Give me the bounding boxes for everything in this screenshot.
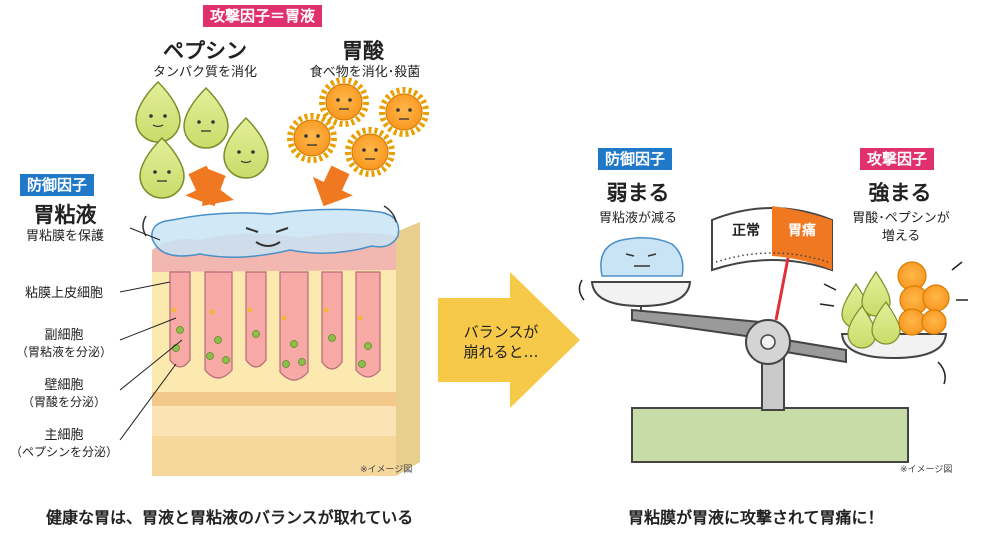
mucus-desc: 胃粘膜を保護	[25, 229, 104, 244]
label-epithelium: 粘膜上皮細胞	[24, 286, 103, 301]
pepsin-title: ペプシン	[163, 39, 247, 63]
image-note-right: ※イメージ図	[900, 465, 953, 475]
acid-desc: 食べ物を消化･殺菌	[309, 65, 421, 80]
label-accessory-cell: 副細胞 （胃粘液を分泌）	[4, 328, 124, 360]
acid-particles	[287, 77, 429, 177]
balance-scale	[578, 206, 968, 463]
defense-weaken-title: 弱まる	[606, 181, 670, 205]
label-accessory-role: （胃粘液を分泌）	[15, 345, 112, 359]
caption-left: 健康な胃は、胃液と胃粘液のバランスが取れている	[46, 508, 414, 527]
arrow-text-line2: 崩れると…	[463, 343, 539, 361]
label-parietal-name: 壁細胞	[44, 378, 84, 393]
defense-factor-tag-right: 防御因子	[598, 148, 673, 170]
stomach-wall-diagram	[142, 205, 420, 476]
attack-strengthen-title: 強まる	[868, 181, 932, 205]
label-leader-lines	[119, 227, 183, 441]
label-parietal-role: （胃酸を分泌）	[21, 395, 106, 409]
arrow-text-line1: バランスが	[463, 323, 539, 341]
attack-factor-tag-right: 攻撃因子	[860, 148, 935, 170]
caption-right: 胃粘膜が胃液に攻撃されて胃痛に！	[628, 508, 884, 527]
pepsin-droplets	[135, 80, 269, 199]
pepsin-desc: タンパク質を消化	[152, 65, 257, 80]
big-transition-arrow	[438, 272, 580, 408]
gauge-normal-label: 正常	[732, 223, 760, 239]
label-accessory-name: 副細胞	[44, 328, 84, 343]
gauge-pain-label: 胃痛	[788, 223, 816, 239]
label-chief-role: （ペプシンを分泌）	[9, 445, 118, 459]
attack-strengthen-desc1: 胃酸･ペプシンが	[852, 211, 950, 226]
defense-weaken-desc: 胃粘液が減る	[598, 211, 677, 226]
defense-factor-tag-left: 防御因子	[20, 174, 95, 196]
attack-arrows	[185, 165, 353, 207]
image-note-left: ※イメージ図	[360, 465, 413, 475]
label-chief-cell: 主細胞 （ペプシンを分泌）	[4, 428, 124, 460]
label-parietal-cell: 壁細胞 （胃酸を分泌）	[4, 378, 124, 410]
mucus-title: 胃粘液	[33, 203, 97, 227]
arrow-text: バランスが 崩れると…	[446, 322, 556, 362]
attack-factor-header: 攻撃因子＝胃液	[203, 5, 323, 27]
attack-strengthen-desc2: 増える	[881, 229, 921, 244]
acid-title: 胃酸	[342, 39, 384, 63]
label-chief-name: 主細胞	[44, 428, 84, 443]
